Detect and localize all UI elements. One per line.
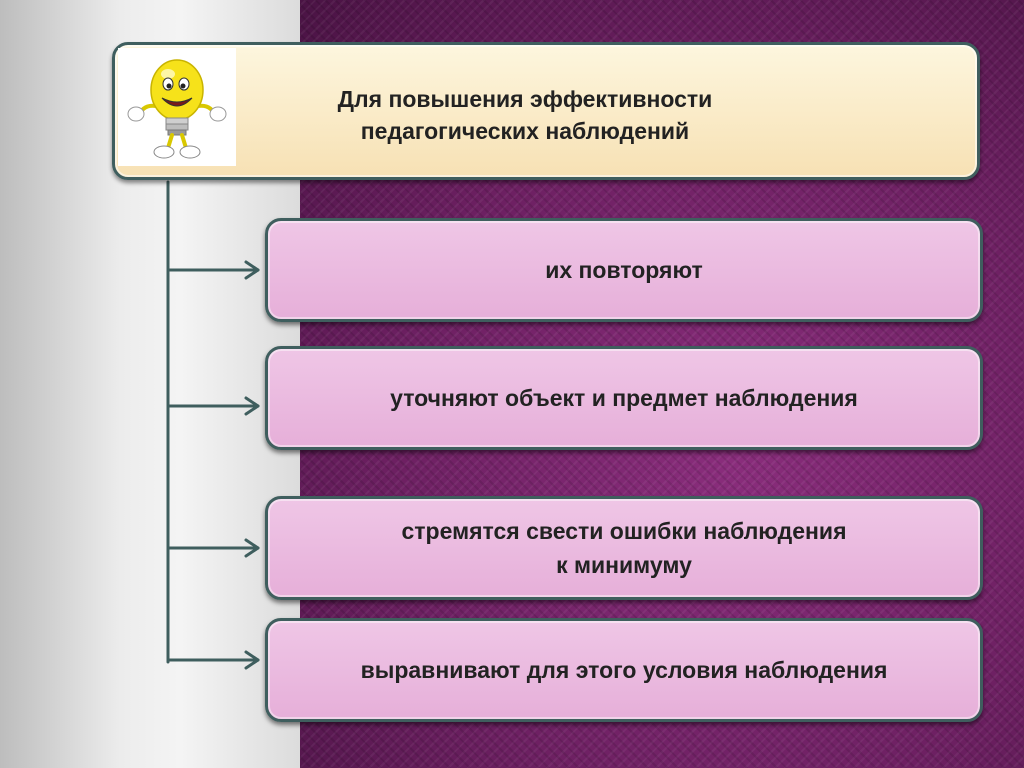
item-label-1: их повторяют — [545, 257, 703, 283]
connector-arrowhead-2 — [244, 396, 260, 416]
item-box-1: их повторяют — [265, 218, 983, 322]
item-label-2: уточняют объект и предмет наблюдения — [390, 385, 858, 411]
lightbulb-mascot-icon — [127, 59, 227, 159]
title-text: Для повышения эффективности педагогическ… — [337, 86, 713, 144]
title-box — [112, 42, 980, 180]
item-label-3: стремятся свести ошибки наблюдения к мин… — [401, 518, 847, 578]
mascot-panel — [118, 48, 236, 166]
connector-lines — [166, 180, 260, 670]
connector-arrowhead-4 — [244, 650, 260, 670]
item-box-3: стремятся свести ошибки наблюдения к мин… — [265, 496, 983, 600]
connector-arrowhead-1 — [244, 260, 260, 280]
item-box-4: выравнивают для этого условия наблюдения — [265, 618, 983, 722]
item-box-2: уточняют объект и предмет наблюдения — [265, 346, 983, 450]
item-label-4: выравнивают для этого условия наблюдения — [360, 657, 888, 683]
connector-arrowhead-3 — [244, 538, 260, 558]
